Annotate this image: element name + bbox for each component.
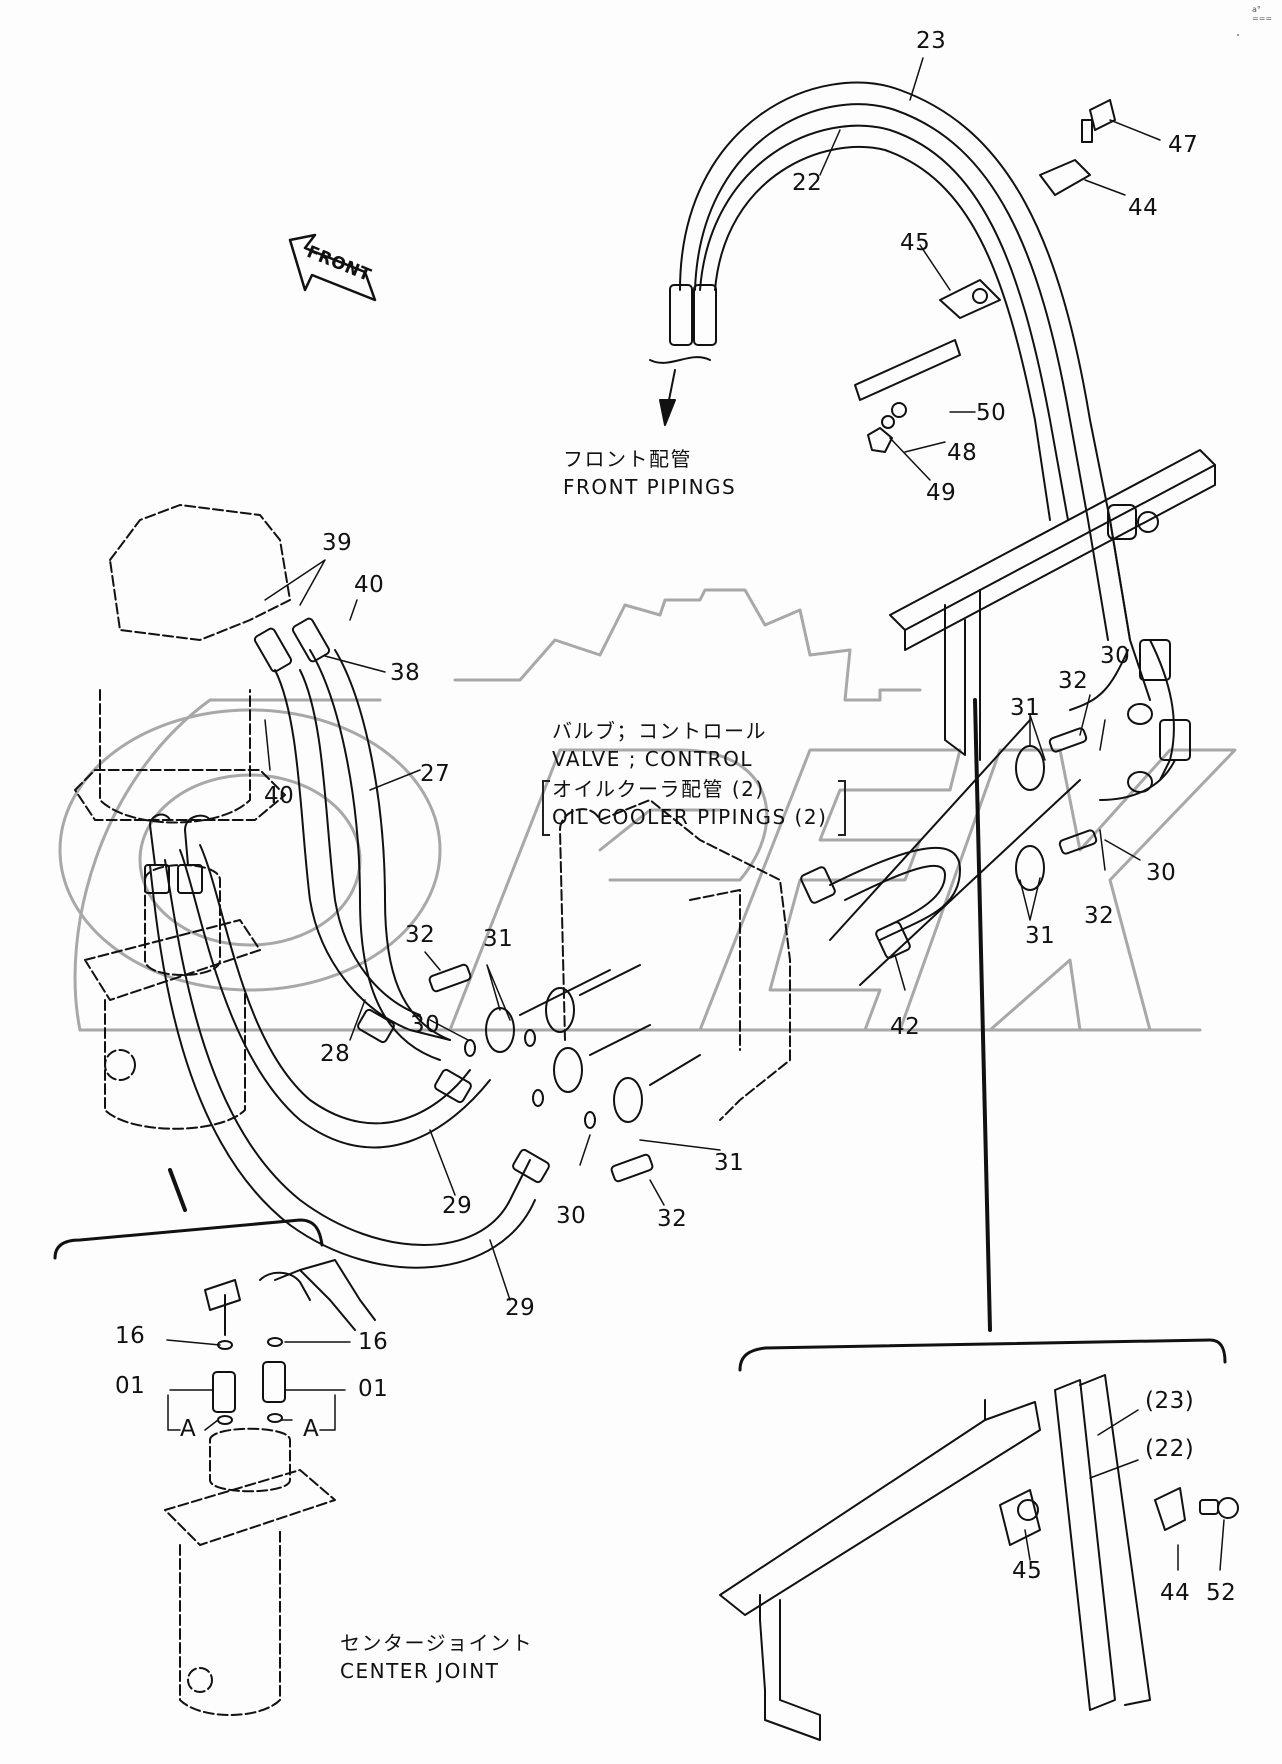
- callout-23: 23: [916, 28, 947, 54]
- caption-center-joint-jp: センタージョイント: [340, 1631, 534, 1655]
- callout-30-left: 30: [410, 1012, 441, 1038]
- flanges-center: [428, 963, 701, 1183]
- caption-oil-cooler-en: OIL COOLER PIPINGS (2): [552, 804, 828, 829]
- detail-center-joint-outline: [53, 1218, 376, 1425]
- caption-center-joint: センタージョイント CENTER JOINT: [340, 1630, 533, 1685]
- callout-32-right-upper: 32: [1058, 668, 1089, 694]
- callout-29-upper: 29: [442, 1193, 473, 1219]
- callout-39: 39: [322, 530, 353, 556]
- leader-detail-left: [168, 1168, 187, 1212]
- callout-A-left: A: [180, 1416, 197, 1442]
- detail-center-joint-body: [164, 1427, 336, 1716]
- center-joint-main: [84, 864, 261, 1130]
- callout-47: 47: [1168, 132, 1199, 158]
- callout-32-right-lower: 32: [1084, 903, 1115, 929]
- callout-29-lower: 29: [505, 1295, 536, 1321]
- callout-31-right-upper: 31: [1010, 695, 1041, 721]
- callout-45-detail: 45: [1012, 1558, 1043, 1584]
- callout-40-lower: 40: [264, 783, 295, 809]
- callout-01-left: 01: [115, 1373, 146, 1399]
- callout-44: 44: [1128, 195, 1159, 221]
- hoses-27-28-29: [149, 617, 550, 1269]
- caption-valve-control-jp: バルブ；コントロール: [552, 719, 767, 743]
- swing-motor-valve: [74, 504, 291, 824]
- caption-oil-cooler-jp: オイルクーラ配管 (2): [552, 777, 765, 801]
- hose-22-23: [649, 81, 1191, 801]
- callout-42: 42: [890, 1014, 921, 1040]
- callout-22: 22: [792, 170, 823, 196]
- callout-23-ref: (23): [1145, 1388, 1195, 1414]
- callout-16-left: 16: [115, 1323, 146, 1349]
- callout-32-lower: 32: [657, 1206, 688, 1232]
- caption-front-pipings-en: FRONT PIPINGS: [563, 474, 737, 499]
- callout-30-right-lower: 30: [1146, 860, 1177, 886]
- detail-bracket-outline: [719, 1338, 1239, 1741]
- pipe-42: [800, 719, 1081, 986]
- caption-valve-control-en: VALVE ; CONTROL: [552, 746, 753, 771]
- callout-16-right: 16: [358, 1329, 389, 1355]
- bracket-right: [838, 780, 846, 836]
- callout-32-left: 32: [405, 922, 436, 948]
- caption-oil-cooler-pipings: オイルクーラ配管 (2) OIL COOLER PIPINGS (2): [552, 776, 827, 831]
- callout-45: 45: [900, 230, 931, 256]
- support-bracket-upper: [889, 449, 1216, 761]
- callout-38: 38: [390, 660, 421, 686]
- corner-mark: a° ===: [1252, 5, 1273, 23]
- clamp-parts-upper: [854, 99, 1116, 453]
- callout-40-upper: 40: [354, 572, 385, 598]
- callout-22-ref: (22): [1145, 1436, 1195, 1462]
- callout-A-right: A: [303, 1416, 320, 1442]
- callout-31-left: 31: [483, 926, 514, 952]
- caption-front-pipings: フロント配管 FRONT PIPINGS: [563, 446, 736, 501]
- caption-valve-control: バルブ；コントロール VALVE ; CONTROL: [552, 718, 767, 773]
- callout-49: 49: [926, 480, 957, 506]
- callout-27: 27: [420, 761, 451, 787]
- callout-48: 48: [947, 440, 978, 466]
- control-valve-body: [559, 799, 791, 1121]
- caption-center-joint-en: CENTER JOINT: [340, 1658, 500, 1683]
- callout-52: 52: [1206, 1580, 1237, 1606]
- front-arrow-icon: [288, 233, 377, 302]
- flanges-right: [1015, 703, 1153, 891]
- caption-front-pipings-jp: フロント配管: [563, 447, 692, 471]
- fittings-left: [144, 813, 211, 894]
- leader-lines: [166, 34, 1239, 1571]
- callout-31-right-lower: 31: [1025, 923, 1056, 949]
- callout-30-lower: 30: [556, 1203, 587, 1229]
- bracket-left: [542, 780, 550, 836]
- leader-detail-right: [973, 698, 992, 1332]
- callout-01-right: 01: [358, 1376, 389, 1402]
- callout-30-right-upper: 30: [1100, 643, 1131, 669]
- callout-44-detail: 44: [1160, 1580, 1191, 1606]
- callout-28: 28: [320, 1041, 351, 1067]
- callout-31-lower: 31: [714, 1150, 745, 1176]
- callout-50: 50: [976, 400, 1007, 426]
